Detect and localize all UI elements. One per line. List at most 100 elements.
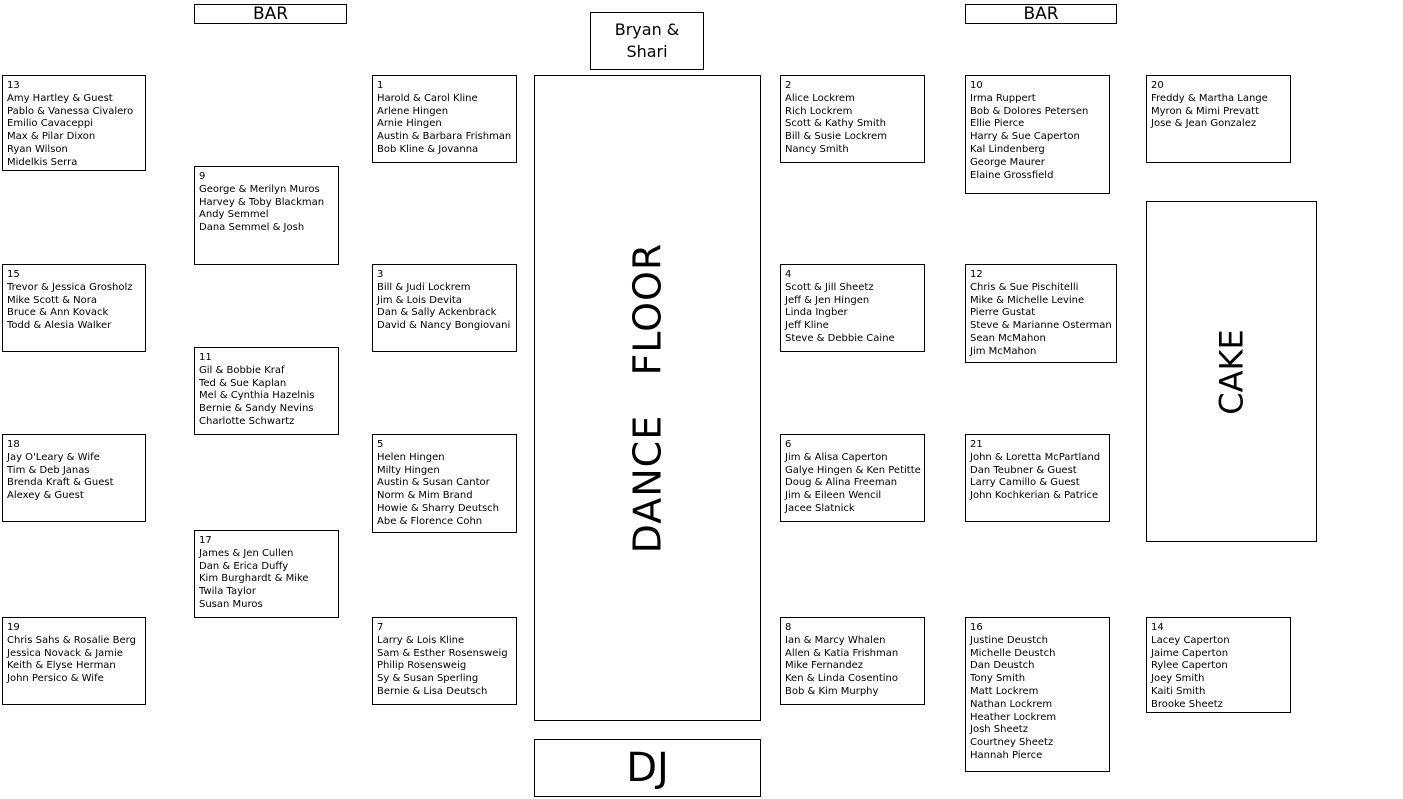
guest-name: Norm & Mim Brand [377,490,473,502]
guest-name: Abe & Florence Cohn [377,515,483,527]
guest-name: Charlotte Schwartz [199,415,295,427]
dj-booth: DJ [534,739,761,797]
guest-name: Chris Sahs & Rosalie Berg [7,634,136,646]
guest-name: Milty Hingen [377,464,440,476]
guest-name: Joey Smith [1151,673,1205,685]
guest-name: Bob & Kim Murphy [785,685,879,697]
guest-name: Mike Fernandez [785,660,864,672]
table-number: 17 [199,535,212,546]
cake-table: CAKE [1146,201,1317,542]
table-number: 4 [785,269,792,280]
guest-name: Jay O'Leary & Wife [7,451,100,463]
guest-name: Irma Ruppert [970,92,1036,104]
guest-name: Jim McMahon [970,345,1037,357]
dance-floor-label: DANCE FLOOR [625,242,670,554]
guest-name: Amy Hartley & Guest [7,92,113,104]
table-number: 8 [785,622,792,633]
guest-name: Rylee Caperton [1151,660,1228,672]
table-number: 9 [199,171,206,182]
table-number: 3 [377,269,384,280]
guest-name: Twila Taylor [199,586,257,598]
guest-name: Harvey & Toby Blackman [199,196,325,208]
guest-name: Hannah Pierce [970,749,1043,761]
guest-name: Brenda Kraft & Guest [7,477,114,489]
guest-name: Rich Lockrem [785,105,853,117]
guest-name: Nathan Lockrem [970,698,1053,710]
guest-name: Arlene Hingen [377,105,449,117]
guest-name: John Kochkerian & Patrice [970,490,1099,502]
table-number: 18 [7,439,20,450]
bar-right: BAR [965,4,1117,24]
table-number: 2 [785,80,792,91]
guest-name: Jose & Jean Gonzalez [1151,118,1257,130]
guest-name: Jim & Lois Devita [377,294,462,306]
guest-name: Ryan Wilson [7,143,68,155]
guest-name: Dan Deustch [970,660,1035,672]
guest-name: Bill & Susie Lockrem [785,131,887,143]
guest-name: Dan Teubner & Guest [970,464,1077,476]
guest-name: Sean McMahon [970,332,1046,344]
table-number: 16 [970,622,983,633]
guest-name: Pierre Gustat [970,307,1036,319]
guest-name: Dan & Sally Ackenbrack [377,307,497,319]
guest-name: Howie & Sharry Deutsch [377,502,500,514]
couple-line-2: Shari [626,42,668,61]
guest-name: Emilio Cavaceppi [7,118,93,130]
table-number: 10 [970,80,983,91]
guest-name: John Persico & Wife [7,673,104,685]
guest-name: Allen & Katia Frishman [785,647,899,659]
dj-label: DJ [626,745,669,791]
guest-name: Alexey & Guest [7,490,84,502]
bar-left: BAR [194,4,347,24]
guest-name: Doug & Alina Freeman [785,477,898,489]
guest-name: Steve & Marianne Osterman [970,320,1112,332]
guest-name: Gil & Bobbie Kraf [199,364,285,376]
guest-name: Andy Semmel [199,209,269,221]
guest-name: Jeff Kline [785,320,829,332]
guest-name: Dana Semmel & Josh [199,222,305,234]
guest-name: Sy & Susan Sperling [377,673,479,685]
guest-name: Freddy & Martha Lange [1151,92,1268,104]
guest-name: Heather Lockrem [970,711,1057,723]
table-number: 7 [377,622,384,633]
guest-name: Josh Sheetz [970,724,1028,736]
table-number: 14 [1151,622,1164,633]
guest-name: Kim Burghardt & Mike [199,573,309,585]
guest-name: Austin & Barbara Frishman [377,131,512,143]
table-number: 15 [7,269,20,280]
guest-name: Austin & Susan Cantor [377,477,490,489]
guest-name: Scott & Kathy Smith [785,118,886,130]
guest-name: Sam & Esther Rosensweig [377,647,508,659]
table-number: 1 [377,80,384,91]
guest-name: Ian & Marcy Whalen [785,634,886,646]
guest-name: Philip Rosensweig [377,660,467,672]
guest-name: Bob & Dolores Petersen [970,105,1089,117]
guest-name: Ellie Pierce [970,118,1025,130]
guest-name: Todd & Alesia Walker [7,320,112,332]
guest-name: Bill & Judi Lockrem [377,281,471,293]
guest-name: Bernie & Sandy Nevins [199,403,314,415]
bar-left-label: BAR [252,3,289,24]
table-number: 20 [1151,80,1164,91]
guest-name: Jacee Slatnick [785,502,855,514]
guest-name: Chris & Sue Pischitelli [970,281,1079,293]
guest-name: Trevor & Jessica Grosholz [7,281,133,293]
guest-name: Lacey Caperton [1151,634,1230,646]
guest-name: Elaine Grossfield [970,169,1054,181]
dance-floor: DANCE FLOOR [534,75,761,721]
guest-name: Matt Lockrem [970,685,1039,697]
guest-name: George & Merilyn Muros [199,183,320,195]
